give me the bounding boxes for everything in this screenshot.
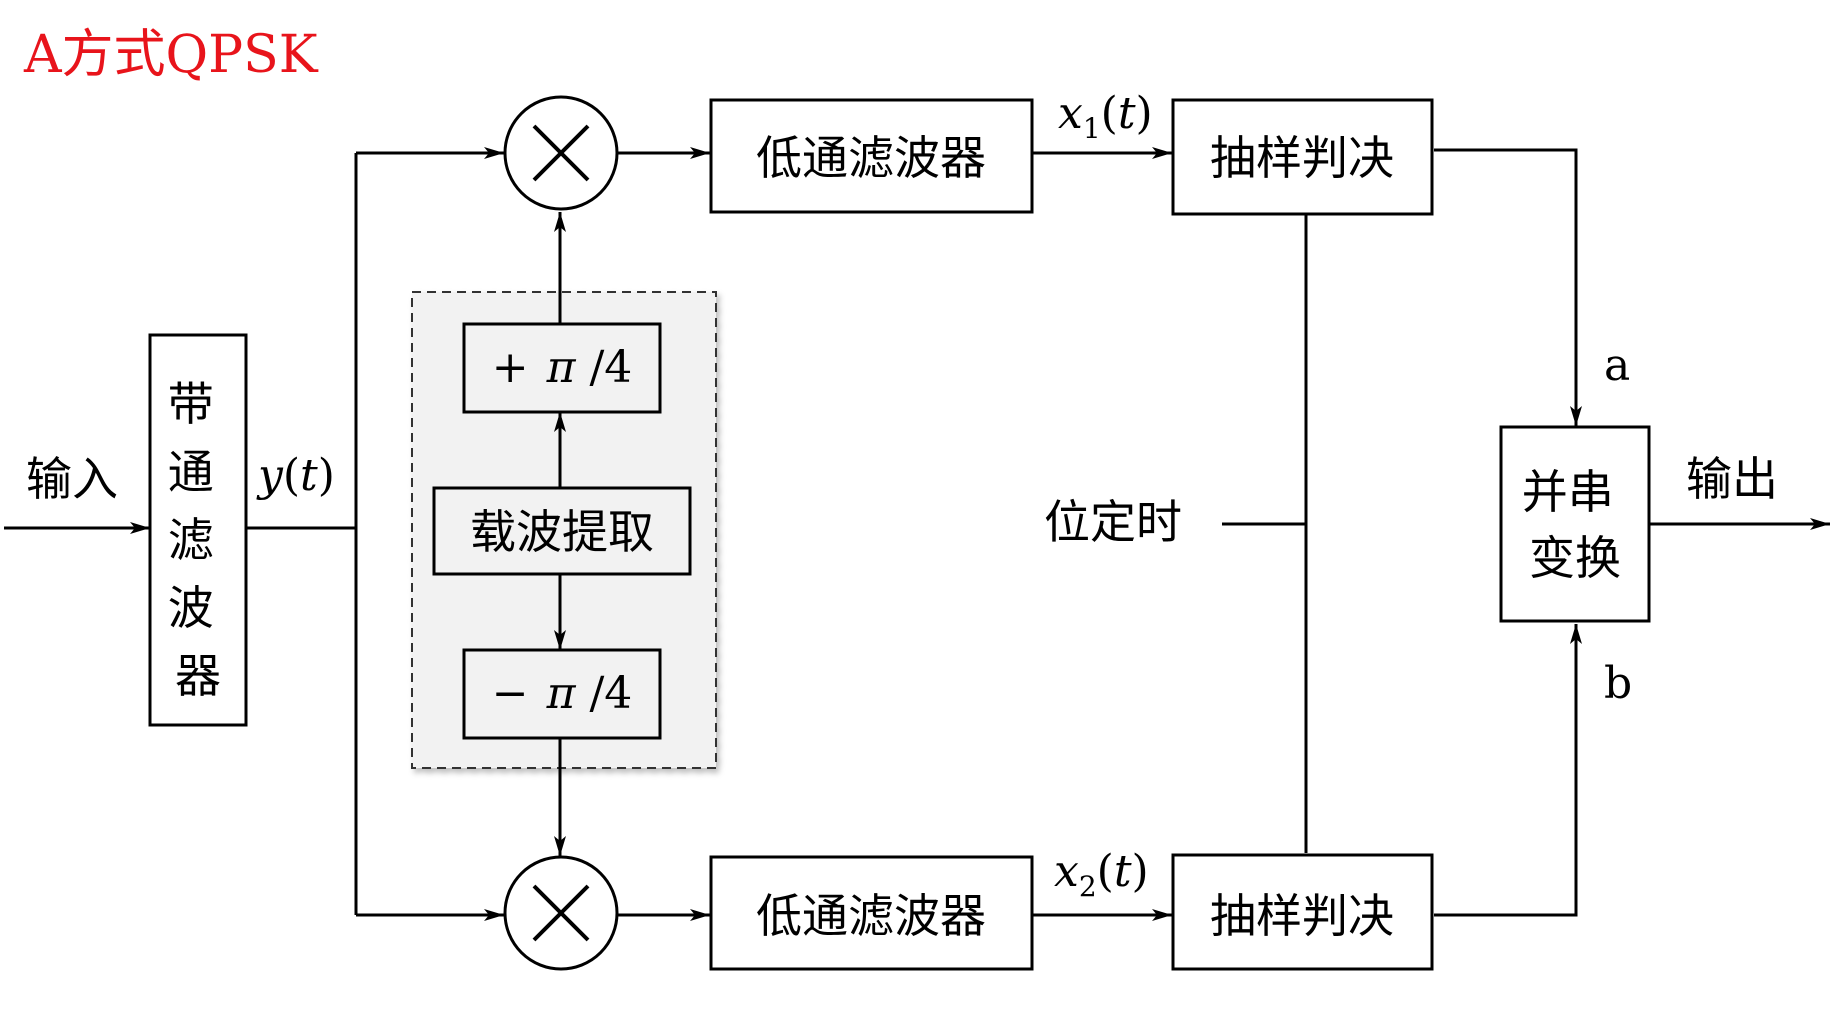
diagram-title: A方式QPSK	[23, 25, 319, 85]
sample-decide-bottom-label: 抽样判决	[1210, 889, 1394, 943]
svg-text:带 通 滤 波: 带 通 滤 波 器	[168, 377, 229, 703]
phase-shift-plus-block: + π /4	[462, 322, 662, 414]
phase-plus-pi: π	[546, 342, 577, 393]
signal-y-label: y(t)	[256, 450, 335, 501]
signal-x2-label: x2(t)	[1054, 846, 1149, 903]
phase-shift-minus-block: − π /4	[462, 648, 662, 740]
bandpass-char: 波	[168, 581, 214, 635]
svg-text:+ π /4: + π /4	[492, 342, 633, 393]
carrier-extract-block: 载波提取	[432, 486, 692, 576]
input-label: 输入	[26, 452, 118, 506]
lowpass-filter-bottom-block: 低通滤波器	[709, 855, 1034, 971]
carrier-extract-label: 载波提取	[470, 505, 654, 559]
branch-a-label: a	[1604, 340, 1630, 391]
sample-decide-top-label: 抽样判决	[1210, 131, 1394, 185]
sample-decide-bottom-block: 抽样判决	[1171, 853, 1434, 971]
svg-text:− π /4: − π /4	[492, 668, 633, 719]
signal-x1-label: x1(t)	[1058, 88, 1153, 145]
bit-timing-label: 位定时	[1044, 495, 1182, 549]
bandpass-char: 通	[168, 445, 214, 499]
phase-minus-sign: −	[492, 668, 529, 719]
parallel-serial-block: 并串 变换	[1499, 425, 1651, 623]
bandpass-char: 滤	[168, 513, 214, 567]
phase-plus-sign: +	[492, 342, 529, 393]
output-label: 输出	[1686, 452, 1778, 506]
sample-decide-top-block: 抽样判决	[1171, 98, 1434, 216]
bandpass-char: 器	[175, 649, 221, 703]
connection-lines	[4, 147, 1830, 921]
lowpass-filter-top-block: 低通滤波器	[709, 98, 1034, 214]
bandpass-char: 带	[168, 377, 214, 431]
parallel-serial-line: 并串	[1522, 465, 1614, 519]
branch-b-label: b	[1604, 658, 1632, 709]
bandpass-filter-block: 带 通 滤 波 器	[148, 333, 248, 727]
multiplier-top	[503, 95, 619, 211]
parallel-serial-line: 变换	[1529, 531, 1621, 585]
phase-minus-pi: π	[546, 668, 577, 719]
lowpass-filter-top-label: 低通滤波器	[756, 131, 986, 185]
lowpass-filter-bottom-label: 低通滤波器	[756, 889, 986, 943]
svg-text:并串 变换: 并串 变换	[1522, 465, 1629, 585]
phase-plus-rest: /4	[589, 342, 632, 393]
multiplier-bottom	[503, 855, 619, 971]
phase-minus-rest: /4	[589, 668, 632, 719]
